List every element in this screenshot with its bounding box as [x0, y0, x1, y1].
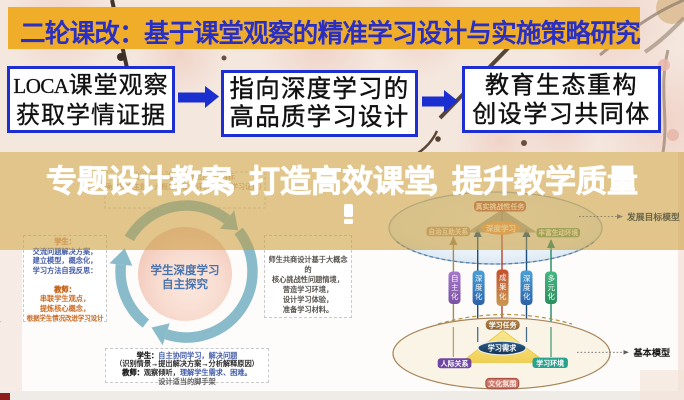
svg-text:多元化: 多元化: [547, 273, 555, 301]
svg-text:深度化: 深度化: [523, 274, 531, 301]
svg-text:自主化: 自主化: [451, 273, 459, 301]
svg-text:基本模型: 基本模型: [633, 347, 671, 358]
svg-text:+: +: [0, 317, 1, 327]
svg-text:学习环境: 学习环境: [536, 358, 564, 367]
svg-text:学习任务: 学习任务: [489, 320, 518, 329]
svg-text:学习需求: 学习需求: [488, 344, 518, 353]
svg-text:深度化: 深度化: [475, 274, 483, 301]
svg-text:人际关系: 人际关系: [441, 359, 469, 368]
svg-text:文化氛围: 文化氛围: [488, 379, 516, 388]
svg-text:成果化: 成果化: [499, 272, 507, 301]
svg-text:发展目标模型: 发展目标模型: [626, 211, 680, 222]
